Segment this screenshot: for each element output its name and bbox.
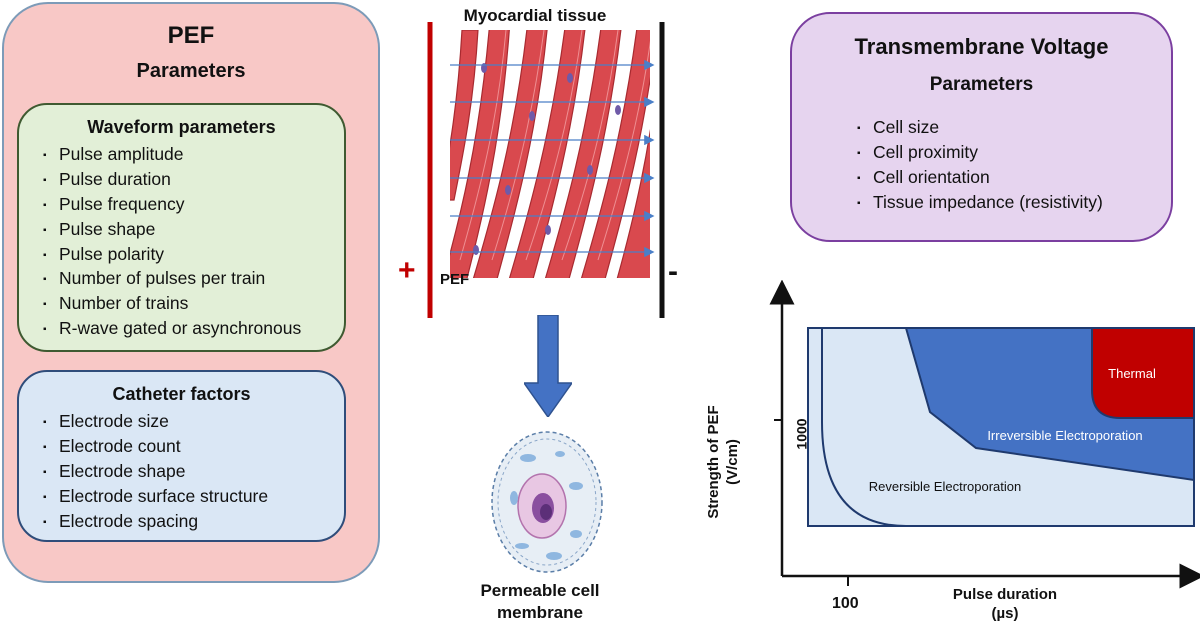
pef-label: PEF <box>440 271 470 288</box>
graph-x-axis-label: Pulse duration (µs) <box>920 585 1090 623</box>
list-item: Tissue impedance (resistivity) <box>857 190 1103 215</box>
list-item: Number of pulses per train <box>43 266 301 291</box>
thermal-region-label: Thermal <box>1108 366 1156 381</box>
list-item: Electrode size <box>43 409 268 434</box>
list-item: Pulse amplitude <box>43 142 301 167</box>
minus-sign: - <box>668 255 678 288</box>
x-tick-label: 100 <box>832 595 859 612</box>
thermal-region <box>1091 327 1195 419</box>
irreversible-region-label: Irreversible Electroporation <box>987 428 1143 443</box>
muscle-fibers <box>450 30 650 278</box>
list-item: Pulse frequency <box>43 192 301 217</box>
myocardial-tissue-illustration <box>427 22 665 318</box>
list-item: Number of trains <box>43 291 301 316</box>
list-item: Electrode surface structure <box>43 484 268 509</box>
reversible-region-label: Reversible Electroporation <box>868 479 1022 494</box>
catheter-factors-list: Electrode size Electrode count Electrode… <box>43 409 268 533</box>
pef-panel-subtitle: Parameters <box>136 60 246 82</box>
catheter-factors-box: Catheter factors Electrode size Electrod… <box>17 370 346 542</box>
list-item: Cell proximity <box>857 140 1103 165</box>
tmv-panel-subtitle: Parameters <box>929 74 1034 95</box>
list-item: Cell orientation <box>857 165 1103 190</box>
list-item: Electrode count <box>43 434 268 459</box>
cell-title-line2: membrane <box>497 603 583 622</box>
graph-y-axis-label: Strength of PEF (V/cm) <box>704 362 748 562</box>
plus-sign: + <box>398 254 416 287</box>
list-item: Pulse shape <box>43 217 301 242</box>
list-item: Electrode spacing <box>43 509 268 534</box>
waveform-parameters-title: Waveform parameters <box>87 117 276 137</box>
waveform-parameters-list: Pulse amplitude Pulse duration Pulse fre… <box>43 142 301 341</box>
y-label-line1: Strength of PEF <box>705 405 722 519</box>
list-item: R-wave gated or asynchronous <box>43 316 301 341</box>
tmv-panel-title: Transmembrane Voltage <box>854 34 1109 59</box>
list-item: Electrode shape <box>43 459 268 484</box>
cell-title-line1: Permeable cell <box>480 581 600 600</box>
electroporation-graph <box>769 280 1200 589</box>
permeable-cell-illustration <box>491 431 603 573</box>
x-label-line2: (µs) <box>991 605 1019 622</box>
catheter-factors-title: Catheter factors <box>112 384 251 404</box>
electric-field-arrows <box>450 59 655 258</box>
y-tick-label: 1000 <box>793 418 810 450</box>
tissue-title: Myocardial tissue <box>463 6 607 25</box>
tmv-parameters-list: Cell size Cell proximity Cell orientatio… <box>857 115 1103 215</box>
cell-title: Permeable cell membrane <box>440 580 640 624</box>
waveform-parameters-box: Waveform parameters Pulse amplitude Puls… <box>17 103 346 352</box>
down-arrow-icon <box>524 315 572 417</box>
y-label-line2: (V/cm) <box>724 439 741 485</box>
list-item: Cell size <box>857 115 1103 140</box>
x-label-line1: Pulse duration <box>952 586 1058 603</box>
pef-panel-title: PEF <box>167 22 215 49</box>
reversible-boundary <box>821 328 1194 527</box>
list-item: Pulse duration <box>43 167 301 192</box>
list-item: Pulse polarity <box>43 242 301 267</box>
